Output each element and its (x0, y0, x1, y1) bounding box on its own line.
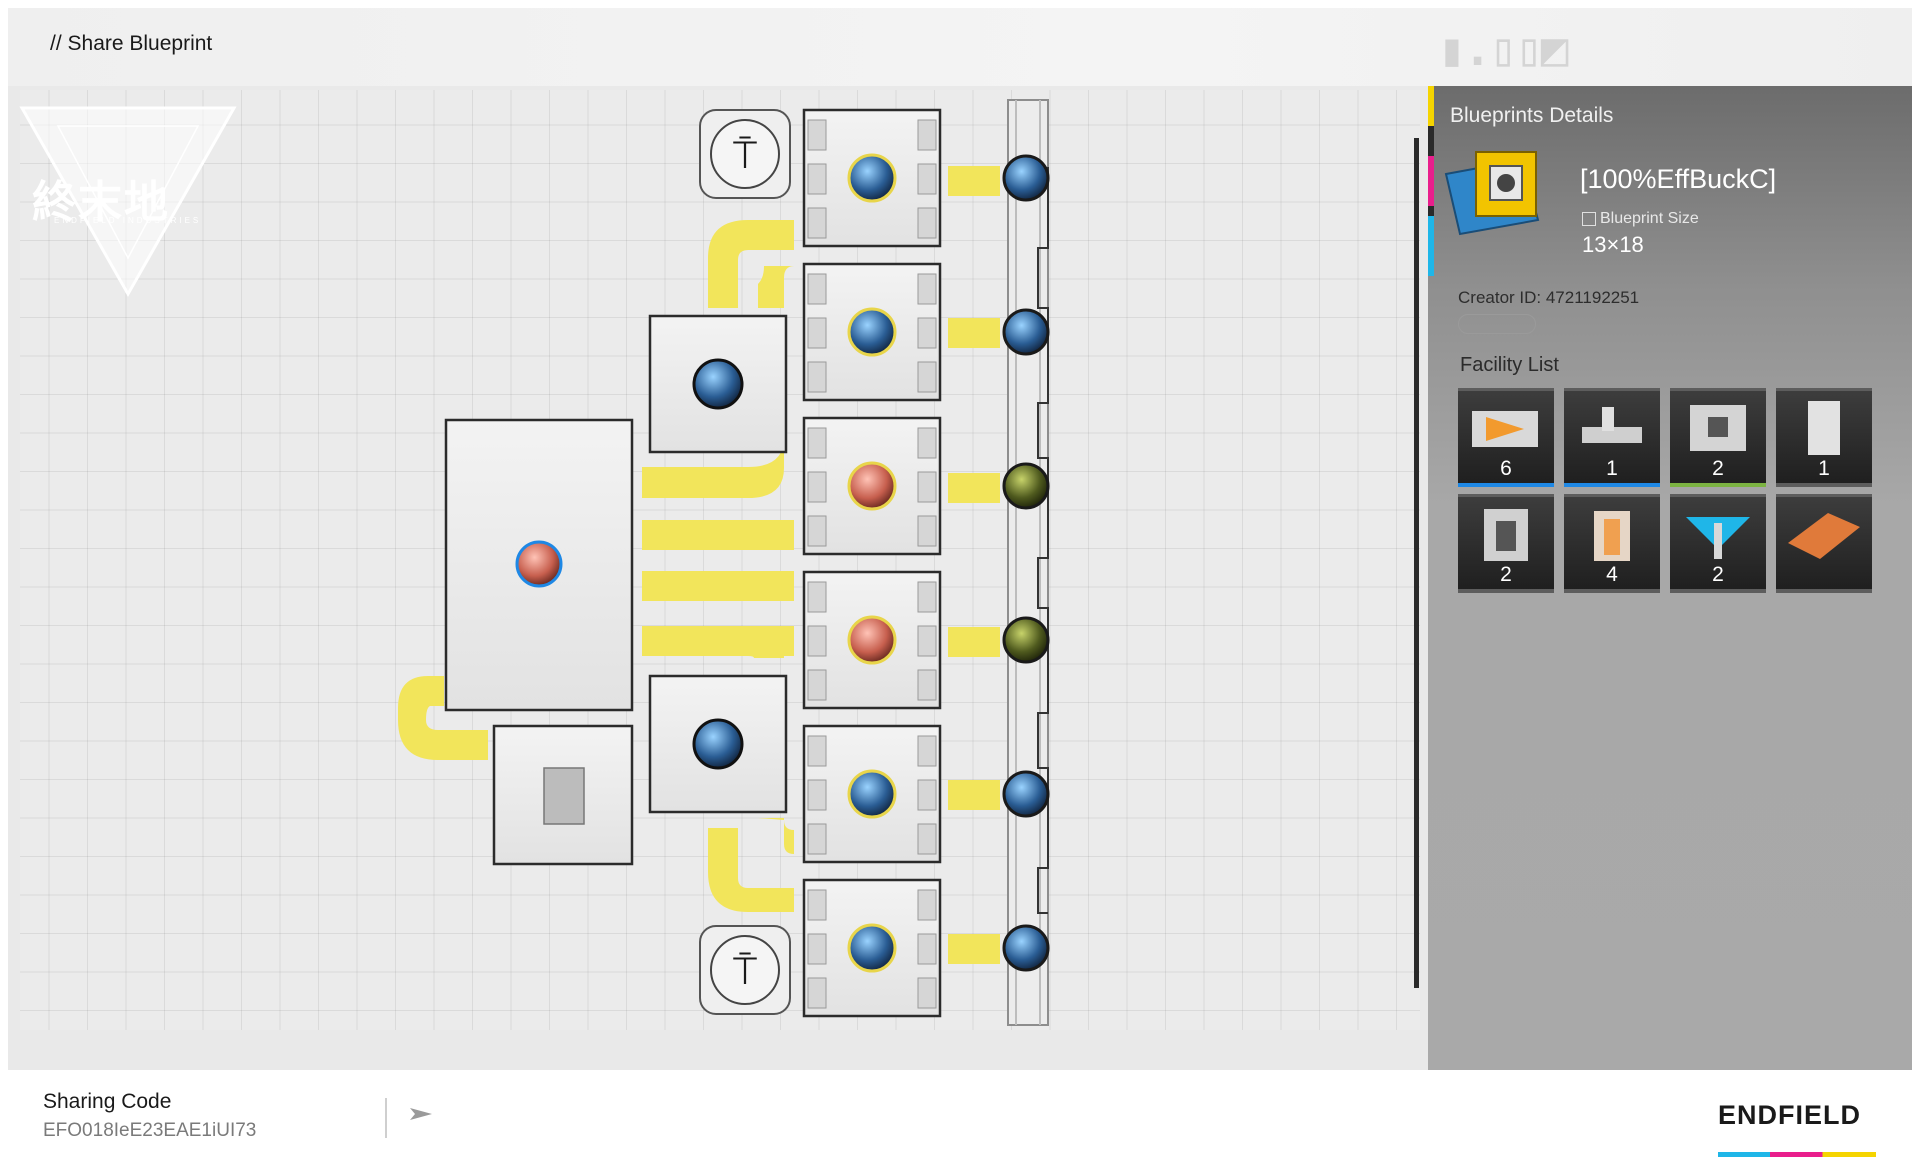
facility-item[interactable]: 6 (1458, 388, 1554, 487)
app-window: // Share Blueprint ▮.▯▯◩ 終末地 ENDFIELD IN… (8, 8, 1912, 1070)
facility-item[interactable]: 2 (1670, 494, 1766, 593)
power-pylon-icon (1686, 517, 1750, 559)
blueprint-details-panel: Blueprints Details [100%EffBuckC] Bluepr… (1428, 86, 1912, 1070)
crane-unit-icon (1582, 407, 1642, 443)
svg-text:⍑: ⍑ (733, 132, 757, 178)
send-icon[interactable] (410, 1106, 432, 1122)
floor-tile-icon (1788, 513, 1860, 559)
refiner-ports (807, 119, 937, 1009)
facility-item[interactable]: 2 (1670, 388, 1766, 487)
panel-accent-stripe (1428, 86, 1434, 276)
endfield-emblem: 終末地 ENDFIELD INDUSTRIES (18, 98, 238, 298)
facility-item[interactable]: 1 (1776, 388, 1872, 487)
svg-text:⍑: ⍑ (733, 948, 757, 994)
blueprint-size-icon (1582, 212, 1596, 226)
blueprint-icon (1444, 151, 1540, 236)
storage-tower-icon (1808, 401, 1840, 455)
canvas-scrollbar[interactable] (1414, 138, 1419, 988)
sharing-code-value[interactable]: EFO018IeE23EAE1iUI73 (43, 1120, 257, 1141)
blueprint-name: [100%EffBuckC] (1580, 164, 1777, 194)
relay-towers: ⍑ ⍑ (699, 109, 791, 1015)
facility-list-title: Facility List (1460, 354, 1559, 376)
emblem-triangle-icon (19, 106, 237, 298)
blueprint-layout: ⍑ ⍑ (398, 99, 1050, 1026)
facility-item[interactable] (1776, 494, 1872, 593)
furnace-unit-icon (1594, 511, 1630, 561)
sharing-code-label: Sharing Code (43, 1090, 172, 1113)
decorative-logo-icon: ▮.▯▯◩ (1438, 22, 1568, 76)
creator-tag-button[interactable] (1458, 314, 1536, 334)
page-title: // Share Blueprint (50, 32, 213, 55)
header-bar: // Share Blueprint ▮.▯▯◩ (8, 8, 1912, 86)
footer-bar: Sharing Code EFO018IeE23EAE1iUI73 ENDFIE… (0, 1070, 1920, 1159)
conveyor-belts (398, 166, 1000, 964)
fabricator-unit (444, 418, 634, 712)
ore-nodes (1002, 154, 1050, 972)
facility-item[interactable]: 2 (1458, 494, 1554, 593)
storage-unit (492, 724, 634, 866)
emblem-title: 終末地 (32, 178, 170, 227)
facility-item[interactable]: 1 (1564, 388, 1660, 487)
blueprint-size-value: 13×18 (1582, 232, 1644, 257)
brand-color-bar (1718, 1152, 1876, 1157)
facility-item[interactable]: 4 (1564, 494, 1660, 593)
refiner-units (802, 108, 942, 1018)
processing-unit-icon (1690, 405, 1746, 451)
blueprint-size-label: Blueprint Size (1600, 210, 1699, 227)
refining-unit-icon (1484, 509, 1528, 561)
refiner-products (847, 153, 897, 973)
footer-divider (385, 1098, 387, 1138)
power-bus (1007, 99, 1049, 1026)
creator-id: Creator ID: 4721192251 (1458, 288, 1640, 307)
panel-title: Blueprints Details (1450, 104, 1614, 127)
emblem-subtitle: ENDFIELD INDUSTRIES (54, 216, 202, 225)
endfield-brand-logo: ENDFIELD (1718, 1100, 1861, 1130)
crusher-units (648, 314, 788, 814)
conveyor-bridge-icon (1472, 411, 1538, 447)
